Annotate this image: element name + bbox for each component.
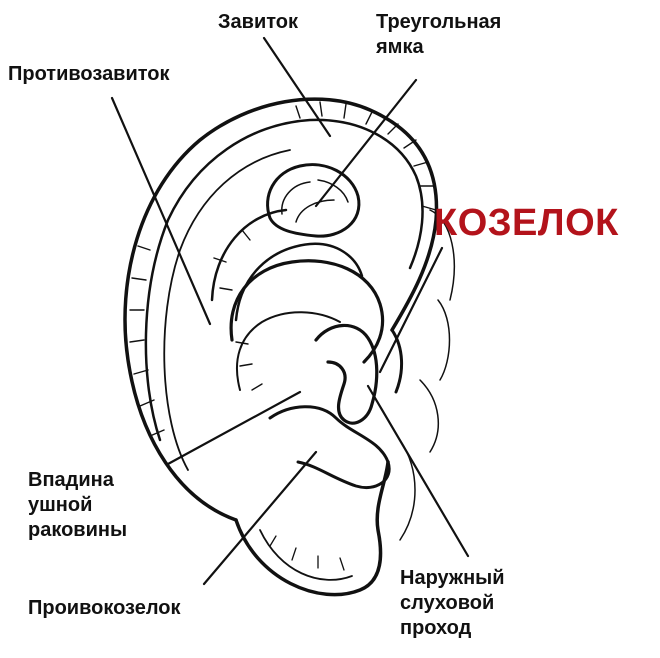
- label-triangular-fossa-line-1: Треугольная: [376, 11, 502, 33]
- antitragus-outline: [268, 405, 391, 489]
- label-ear-canal-line-1: Наружный: [400, 567, 505, 589]
- label-tragus: КОЗЕЛОК: [434, 203, 619, 243]
- label-concha: Впадина ушной раковины: [28, 468, 127, 543]
- leader-concha: [166, 390, 302, 466]
- label-concha-line-3: раковины: [28, 519, 128, 541]
- helix-inner-rim: [144, 118, 424, 442]
- triangular-fossa-outline: [266, 163, 361, 238]
- helix-outline: [123, 97, 439, 522]
- leader-tragus: [378, 246, 444, 374]
- lobe-outline: [234, 460, 390, 597]
- label-antihelix-text: Противозавиток: [8, 63, 170, 85]
- label-antitragus: Проивокозелок: [28, 596, 181, 621]
- label-antitragus-text: Проивокозелок: [28, 597, 181, 619]
- ear-canal-outline: [314, 323, 379, 425]
- leader-triangular-fossa: [314, 78, 418, 208]
- label-ear-canal: Наружный слуховой проход: [400, 566, 505, 641]
- label-concha-line-2: ушной: [28, 494, 93, 516]
- label-triangular-fossa-line-2: ямка: [376, 36, 424, 58]
- concha-outline: [229, 259, 385, 364]
- label-ear-canal-line-2: слуховой: [400, 592, 495, 614]
- label-ear-canal-line-3: проход: [400, 617, 472, 639]
- label-tragus-text: КОЗЕЛОК: [434, 202, 619, 244]
- leader-antihelix: [110, 96, 212, 326]
- leader-antitragus: [202, 450, 318, 586]
- label-concha-line-1: Впадина: [28, 469, 114, 491]
- helix-hatching: [129, 101, 437, 437]
- label-helix-text: Завиток: [218, 11, 298, 33]
- tragus-outline: [390, 328, 404, 394]
- leader-ear-canal: [366, 384, 470, 558]
- label-antihelix: Противозавиток: [8, 62, 170, 87]
- label-helix: Завиток: [218, 10, 298, 35]
- head-hatching: [399, 209, 455, 541]
- leader-helix: [262, 36, 332, 138]
- label-triangular-fossa: Треугольная ямка: [376, 10, 501, 60]
